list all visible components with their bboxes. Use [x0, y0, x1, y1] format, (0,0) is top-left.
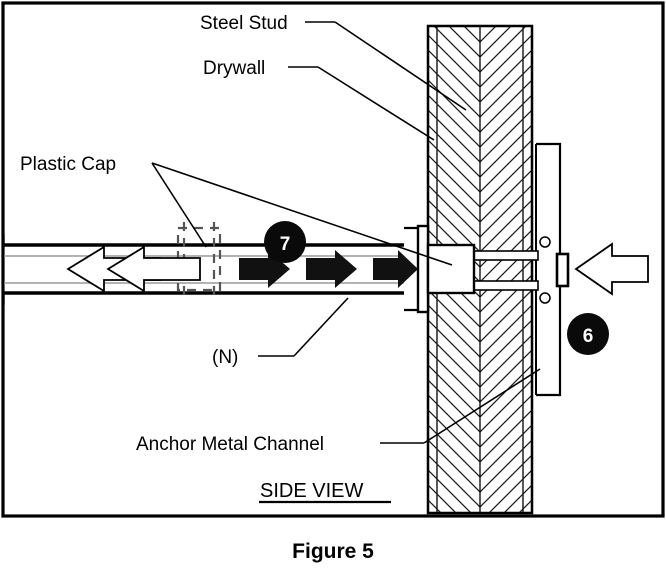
leader-plastic-cap-to-hidden — [151, 162, 207, 248]
badge-7-number: 7 — [280, 234, 291, 255]
push-arrow-3 — [373, 250, 418, 288]
callout-badge-6: 6 — [567, 313, 609, 355]
label-n-marker: (N) — [212, 347, 238, 368]
plastic-cap-body — [426, 243, 476, 295]
badge-7-circle — [264, 221, 306, 263]
label-plastic-cap: Plastic Cap — [20, 154, 116, 175]
fastener-hole-lower — [539, 292, 551, 304]
label-anchor-metal-channel: Anchor Metal Channel — [136, 434, 324, 455]
leader-n-diagonal — [293, 297, 349, 357]
push-arrow-2 — [306, 250, 357, 288]
leader-anchor-channel-diagonal — [423, 368, 541, 444]
flange-plate — [416, 224, 430, 314]
anchor-metal-channel — [3, 234, 428, 305]
pullback-direction-arrows — [66, 245, 201, 293]
fastener-hole-upper — [539, 236, 551, 248]
leader-lines — [151, 21, 541, 444]
label-drywall: Drywall — [203, 58, 265, 79]
leader-plastic-cap-to-solid — [151, 162, 453, 266]
label-steel-stud: Steel Stud — [200, 13, 288, 34]
badge-6-circle — [567, 313, 609, 355]
callout-badge-7: 7 — [264, 221, 306, 263]
pullback-arrow-2 — [106, 245, 201, 293]
bolt-tighten-arrow — [574, 242, 649, 296]
figure-caption: Figure 5 — [292, 540, 374, 563]
label-side-view: SIDE VIEW — [260, 480, 363, 502]
leader-drywall-diagonal — [317, 66, 435, 141]
badge-6-number: 6 — [583, 326, 594, 347]
leader-steel-stud-diagonal — [334, 21, 467, 111]
bolt-head — [555, 252, 570, 288]
